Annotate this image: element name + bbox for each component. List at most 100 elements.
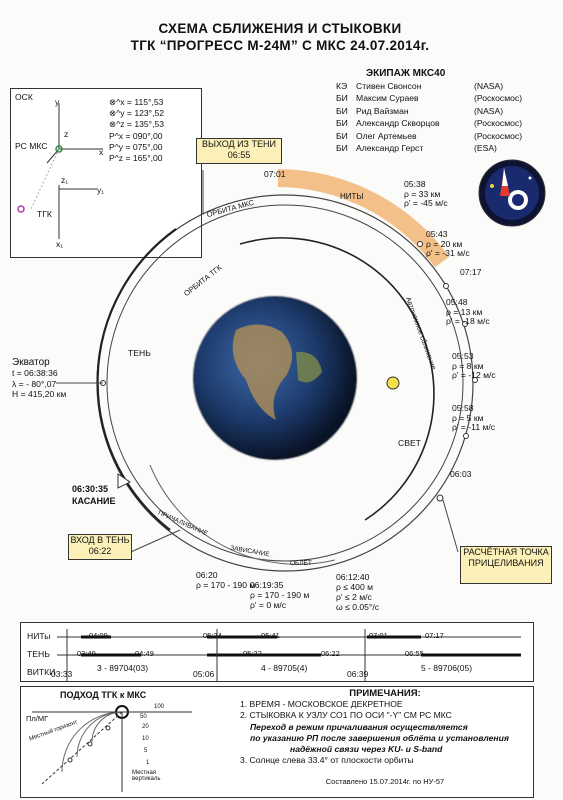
angle-value: ⊗^x = 115°,53 xyxy=(109,97,164,107)
point-3: 06:12:40 ρ ≤ 400 м ρ' ≤ 2 м/с ω ≤ 0.05°/… xyxy=(336,572,379,612)
approach-sketch xyxy=(32,705,192,792)
light-label: СВЕТ xyxy=(398,438,421,448)
enter-shadow-label: ВХОД В ТЕНЬ xyxy=(70,535,130,545)
equator-label: Экватор xyxy=(12,357,50,368)
crew-role: БИ xyxy=(336,105,348,116)
crew-name: Максим Сураев xyxy=(356,93,419,104)
notes-block: ПРИМЕЧАНИЯ: 1. ВРЕМЯ - МОСКОВСКОЕ ДЕКРЕТ… xyxy=(240,688,530,788)
timeline-panel: НИТы ТЕНЬ ВИТКИ 04:09 05:24 05:41 07:01 … xyxy=(20,622,534,682)
equator-block: Экватор t = 06:38:36 λ = - 80°,07 H = 41… xyxy=(12,357,66,400)
point-3-omega: ω ≤ 0.05°/с xyxy=(336,602,380,612)
crew-heading: ЭКИПАЖ МКС40 xyxy=(366,68,446,79)
crew-name: Стивен Свонсон xyxy=(356,81,422,91)
crew-member-row: КЭ Стивен Свонсон (NASA) xyxy=(336,80,540,92)
diagram-title: СХЕМА СБЛИЖЕНИЯ И СТЫКОВКИ ТГК “ПРОГРЕСС… xyxy=(90,20,470,54)
enter-shadow-time: 06:22 xyxy=(88,546,112,556)
checkpoint-rho: ρ = 8 км xyxy=(452,360,484,371)
point-2-rho: ρ = 170 - 190 м xyxy=(250,590,310,600)
crew-role: БИ xyxy=(336,143,348,154)
checkpoint-time: 07:01 xyxy=(264,169,286,179)
note-2c: надёжной связи через KU- и S-band xyxy=(290,744,443,755)
checkpoint-time: 05:53 xyxy=(452,351,474,361)
axis-x-label: x xyxy=(99,147,104,157)
axis-z1-label: z₁ xyxy=(61,175,69,185)
equator-time: t = 06:38:36 xyxy=(12,368,58,379)
sun-marker xyxy=(386,376,400,390)
crew-role: КЭ xyxy=(336,81,348,91)
checkpoint-time: 07:17 xyxy=(460,267,482,277)
orbit-number: 3 - 89704(03) xyxy=(97,663,149,673)
axis-y-label: y xyxy=(55,97,60,107)
vertical-label: Местная вертикаль xyxy=(132,770,161,782)
timeline-shadow-label: ТЕНЬ xyxy=(27,649,50,659)
crew-name: Александр Герст xyxy=(356,143,424,154)
checkpoint-rho: ρ = 20 км xyxy=(426,238,463,249)
angle-value: ⊗^y = 123°,52 xyxy=(109,108,165,119)
scale-label: 1 xyxy=(146,760,150,766)
point-3-rhodot: ρ' ≤ 2 м/с xyxy=(336,592,372,602)
approach-arc-1 xyxy=(239,237,429,353)
scale-label: 5 xyxy=(144,748,148,754)
footer: Составлено 15.07.2014г. по НУ-57 xyxy=(325,777,445,787)
approach-panel: ПОДХОД ТГК к МКС Пл/МГ Местная вертикаль… xyxy=(22,688,200,792)
crew-member-row: БИ Александр Герст (ESA) xyxy=(336,142,540,154)
equator-lambda: λ = - 80°,07 xyxy=(12,378,57,389)
crew-agency: (NASA) xyxy=(474,105,504,116)
point-1: 06:20 ρ = 170 - 190 м xyxy=(196,570,255,590)
orbit-number: 5 - 89706(05) xyxy=(421,663,473,673)
coordinate-systems-panel: ОСК РС МКС ТГК y x z z₁ y₁ x₁ ⊗^x = 115°… xyxy=(10,88,202,258)
crew-role: БИ xyxy=(336,93,348,104)
axis-z-label: z xyxy=(64,129,69,139)
point-3-time: 06:12:40 xyxy=(336,572,370,582)
flyaround-label: ОБЛЁТ xyxy=(290,560,312,567)
crew-agency: (Роскосмос) xyxy=(474,130,523,141)
notes-heading: ПРИМЕЧАНИЯ: xyxy=(349,688,421,699)
checkpoint-time: 05:38 xyxy=(404,179,426,189)
note-3: 3. Солнце слева 33.4° от плоскости орбит… xyxy=(240,755,414,766)
crew-name: Олег Артемьев xyxy=(356,130,417,141)
crew-name: Александр Скворцов xyxy=(356,118,440,129)
plmg-label: Пл/МГ xyxy=(26,714,49,723)
timeline-nity-label: НИТы xyxy=(27,631,51,641)
scale-label: 100 xyxy=(154,704,165,710)
orbit-time: 06:39 xyxy=(347,669,369,679)
contact-label: КАСАНИЕ xyxy=(72,496,116,506)
nity-time: 07:17 xyxy=(425,631,444,640)
checkpoint-time: 06:03 xyxy=(450,469,472,479)
nity-arc xyxy=(277,169,450,268)
exit-shadow-time: 06:55 xyxy=(227,150,251,160)
approach-title: ПОДХОД ТГК к МКС xyxy=(60,690,147,700)
point-2: 06:19:35 ρ = 170 - 190 м ρ' = 0 м/с xyxy=(250,580,309,610)
shadow-time: 03:49 xyxy=(77,649,96,658)
axis-x1-label: x₁ xyxy=(56,239,64,249)
checkpoint-rhodot: ρ' = -11 м/с xyxy=(452,422,496,433)
checkpoint-rhodot: ρ' = -18 м/с xyxy=(446,316,490,327)
osk-label: ОСК xyxy=(15,92,33,102)
nity-label: НИТЫ xyxy=(340,192,364,201)
enter-shadow-box: ВХОД В ТЕНЬ 06:22 xyxy=(68,534,132,560)
aim-point-box: РАСЧЁТНАЯ ТОЧКА ПРИЦЕЛИВАНИЯ xyxy=(460,546,552,584)
shadow-time: 06:55 xyxy=(405,649,424,658)
shadow-time: 04:49 xyxy=(135,649,154,658)
approach-arc-2 xyxy=(364,351,435,521)
crew-name: Рид Вайзман xyxy=(356,105,409,116)
crew-agency: (NASA) xyxy=(474,81,504,91)
checkpoint-rho: ρ = 13 км xyxy=(446,306,483,317)
checkpoint-rhodot: ρ' = -31 м/с xyxy=(426,248,470,259)
scale-label: 50 xyxy=(140,714,147,720)
crew-agency: (Роскосмос) xyxy=(474,93,523,104)
checkpoint-rho: ρ = 33 км xyxy=(404,188,441,199)
crew-agency: (ESA) xyxy=(474,143,497,154)
angle-value: ⊗^z = 135°,53 xyxy=(109,119,165,130)
tgk-label: ТГК xyxy=(37,209,52,219)
orbit-time: 03:33 xyxy=(51,669,73,679)
checkpoint: 07:01 xyxy=(264,169,286,180)
